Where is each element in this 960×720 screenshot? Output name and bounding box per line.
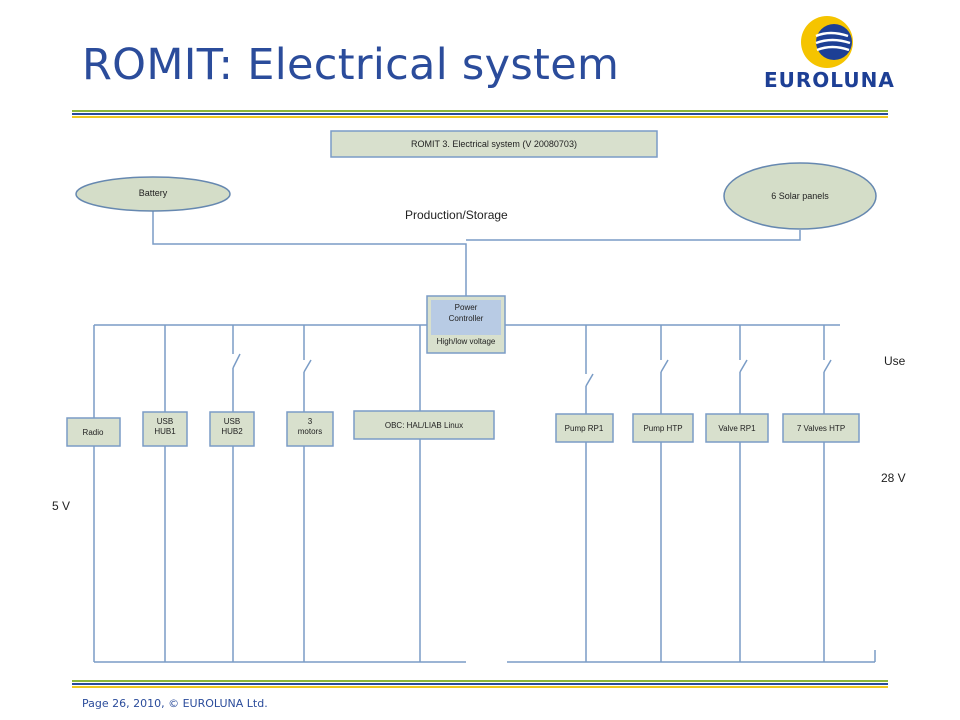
obc-box	[353, 410, 495, 440]
use-label: Use	[884, 354, 906, 368]
production-storage-label: Production/Storage	[405, 208, 508, 222]
solar-panels-node	[723, 162, 877, 230]
diagram-header-text: ROMIT 3. Electrical system (V 20080703)	[411, 139, 577, 149]
radio-box	[66, 417, 121, 447]
motors-label-l1: 3	[308, 417, 313, 426]
top-divider	[72, 110, 888, 119]
valve-rp1-box	[705, 413, 769, 443]
page-footer: Page 26, 2010, © EUROLUNA Ltd.	[82, 697, 268, 710]
pump-htp-label: Pump HTP	[643, 424, 682, 433]
controller-line3: High/low voltage	[437, 337, 496, 346]
battery-node	[75, 176, 231, 212]
radio-label: Radio	[83, 428, 104, 437]
slide-title: ROMIT: Electrical system	[82, 40, 620, 90]
battery-label: Battery	[139, 188, 168, 198]
valves-htp-box	[782, 413, 860, 443]
controller-line2: Controller	[449, 314, 484, 323]
moon-logo-icon	[801, 16, 853, 68]
pump-htp-box	[632, 413, 694, 443]
usb-hub1-box	[142, 411, 188, 447]
v28-label: 28 V	[881, 471, 906, 485]
usb-hub2-box	[209, 411, 255, 447]
usb-hub2-label-l2: HUB2	[221, 427, 243, 436]
valve-rp1-label: Valve RP1	[718, 424, 756, 433]
usb-hub2-label-l1: USB	[224, 417, 240, 426]
pump-rp1-box	[555, 413, 614, 443]
usb-hub1-label-l1: USB	[157, 417, 173, 426]
obc-label: OBC: HAL/LIAB Linux	[385, 421, 463, 430]
controller-line1: Power	[455, 303, 478, 312]
usb-hub1-label-l2: HUB1	[154, 427, 176, 436]
pump-rp1-label: Pump RP1	[565, 424, 604, 433]
motors-box	[286, 411, 334, 447]
valves-htp-label: 7 Valves HTP	[797, 424, 845, 433]
solar-panels-label: 6 Solar panels	[771, 191, 829, 201]
logo-text: EUROLUNA	[764, 68, 895, 92]
bottom-divider	[72, 680, 888, 689]
diagram-header-box	[330, 130, 658, 158]
motors-label-l2: motors	[298, 427, 322, 436]
euroluna-logo: EUROLUNA	[764, 14, 895, 94]
v5-label: 5 V	[52, 499, 70, 513]
